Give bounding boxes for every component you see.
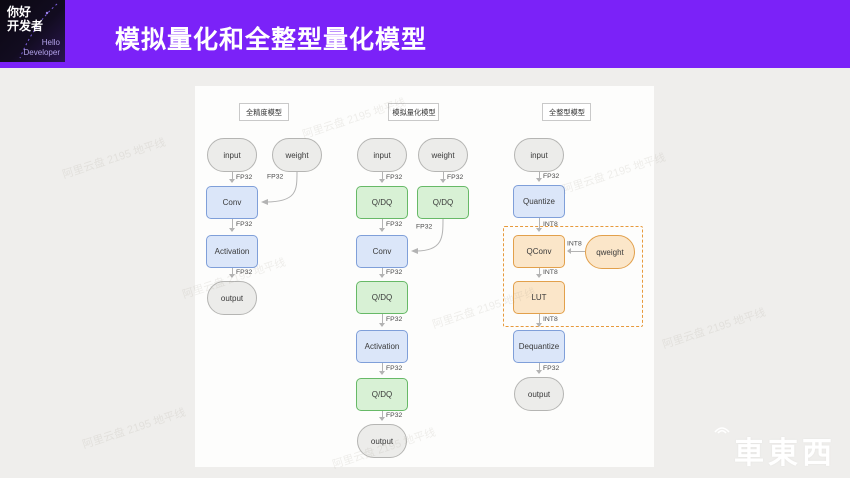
node-input: input — [357, 138, 407, 172]
column-title-full-precision: 全精度模型 — [239, 103, 289, 121]
arc-decoration-icon — [19, 3, 58, 59]
node-activation: Activation — [206, 235, 258, 268]
arrow-qdq-activation: FP32 — [379, 314, 402, 327]
node-lut: LUT — [513, 281, 565, 314]
arrow-input-qdq: FP32 — [379, 172, 402, 183]
badge-chinese-text: 你好 开发者 — [7, 5, 44, 34]
edge-label-qweight-int8: INT8 — [567, 239, 582, 248]
arrow-activation-qdq: FP32 — [379, 363, 402, 375]
node-qdq-weight: Q/DQ — [417, 186, 469, 219]
node-weight: weight — [272, 138, 322, 172]
edge-label-weight-fp32: FP32 — [267, 172, 284, 181]
hello-developer-badge: 你好 开发者 Hello Developer — [0, 0, 65, 62]
badge-english-text: Hello Developer — [23, 38, 60, 57]
arrow-dequantize-output: FP32 — [536, 363, 559, 374]
page-title: 模拟量化和全整型量化模型 — [115, 26, 428, 54]
signal-icon — [714, 427, 730, 434]
arrow-qdq-conv: FP32 — [379, 219, 402, 232]
column-title-full-integer: 全整型模型 — [542, 103, 591, 121]
arrow-input-quantize: FP32 — [536, 172, 559, 182]
node-qdq-input: Q/DQ — [356, 186, 408, 219]
edge-label-qdqweight-fp32: FP32 — [416, 222, 433, 231]
column-title-fake-quant: 模拟量化模型 — [388, 103, 439, 121]
arrow-qweight-qconv — [567, 248, 585, 254]
watermark-text: 阿里云盘 2195 地平线 — [81, 406, 188, 452]
arrow-weight-qdq: FP32 — [440, 172, 463, 183]
node-input: input — [207, 138, 257, 172]
arrow-qconv-lut: INT8 — [536, 268, 558, 278]
arrow-conv-qdq: FP32 — [379, 268, 402, 278]
node-qconv: QConv — [513, 235, 565, 268]
arrow-quantize-qconv: INT8 — [536, 218, 558, 232]
node-qdq-postconv: Q/DQ — [356, 281, 408, 314]
node-activation: Activation — [356, 330, 408, 363]
node-input: input — [514, 138, 564, 172]
arrow-conv-activation: FP32 — [229, 219, 252, 232]
node-output: output — [207, 281, 257, 315]
node-dequantize: Dequantize — [513, 330, 565, 363]
node-conv: Conv — [356, 235, 408, 268]
node-conv: Conv — [206, 186, 258, 219]
arrow-lut-dequantize: INT8 — [536, 314, 558, 327]
arrow-activation-output: FP32 — [229, 268, 252, 278]
node-output: output — [514, 377, 564, 411]
watermark-text: 阿里云盘 2195 地平线 — [661, 306, 768, 352]
arrow-input-conv: FP32 — [229, 172, 252, 183]
node-weight: weight — [418, 138, 468, 172]
node-qdq-postact: Q/DQ — [356, 378, 408, 411]
arrow-qdq-output: FP32 — [379, 411, 402, 421]
node-qweight: qweight — [585, 235, 635, 269]
node-output: output — [357, 424, 407, 458]
int8-subgraph-boundary — [503, 226, 643, 327]
header-bar — [0, 0, 850, 68]
node-quantize: Quantize — [513, 185, 565, 218]
watermark-text: 阿里云盘 2195 地平线 — [61, 136, 168, 182]
brand-watermark: 車東西 — [734, 437, 836, 470]
